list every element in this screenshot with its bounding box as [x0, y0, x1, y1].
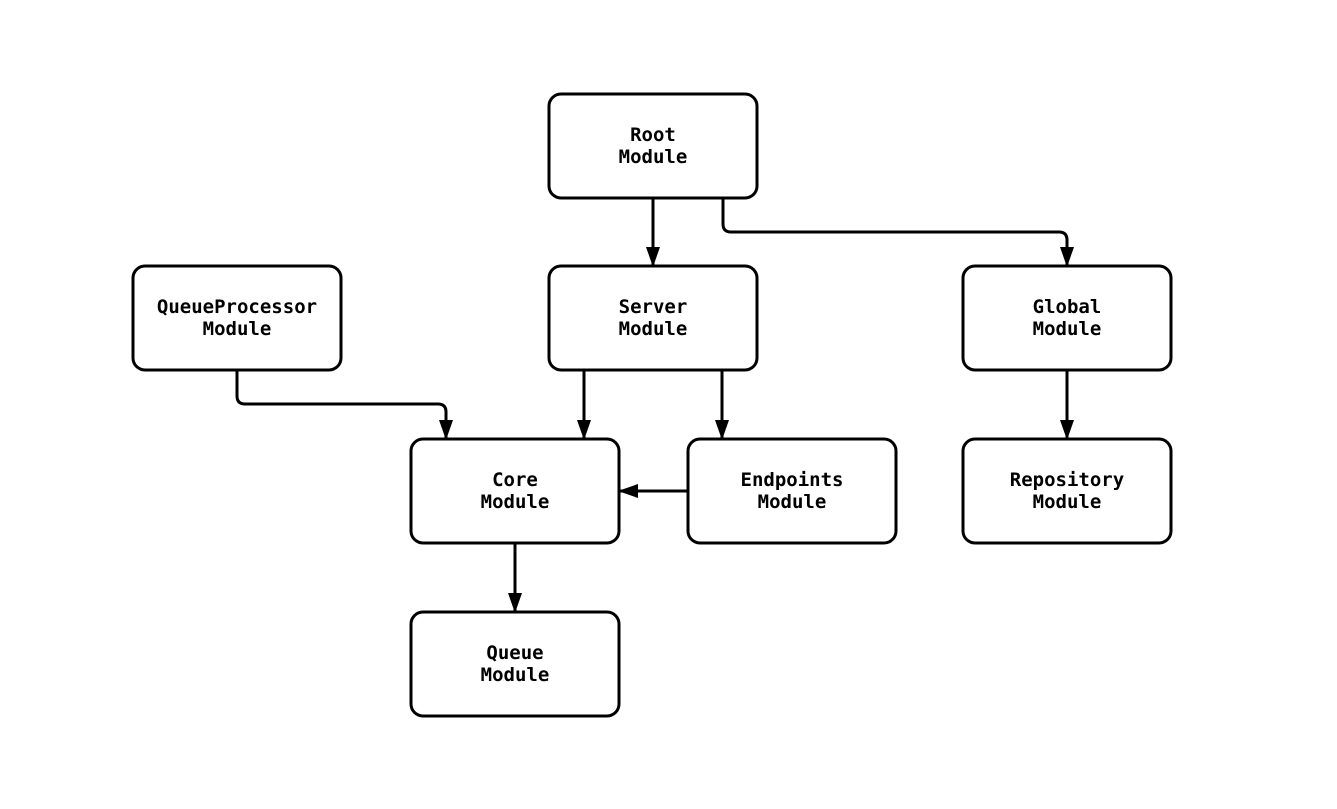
edge-root-to-global	[721, 198, 1074, 267]
node-root-label_line1: Root	[630, 124, 676, 146]
node-global-label_line2: Module	[1033, 318, 1102, 340]
node-queueprocessor-label_line1: QueueProcessor	[157, 296, 317, 318]
node-core-box	[409, 437, 621, 545]
node-endpoints-label_line2: Module	[758, 491, 827, 513]
node-endpoints-label_line1: Endpoints	[741, 469, 844, 491]
node-global-box	[961, 264, 1173, 372]
node-server-box	[547, 264, 759, 372]
node-server-label_line2: Module	[619, 318, 688, 340]
node-core-label_line1: Core	[492, 469, 538, 491]
node-root-label_line2: Module	[619, 146, 688, 168]
node-repository-box	[961, 437, 1173, 545]
edge-queueprocessor-to-core	[235, 370, 453, 440]
node-queueprocessor-box	[131, 264, 343, 372]
edges-layer	[235, 198, 1074, 613]
node-queue-label_line2: Module	[481, 664, 550, 686]
node-core-label_line2: Module	[481, 491, 550, 513]
node-queue-box	[409, 610, 621, 718]
node-global-label_line1: Global	[1033, 296, 1102, 318]
node-server-label_line1: Server	[619, 296, 688, 318]
node-root-box	[547, 92, 759, 200]
node-repository-label_line2: Module	[1033, 491, 1102, 513]
node-endpoints-box	[686, 437, 898, 545]
node-queue-label_line1: Queue	[486, 642, 543, 664]
node-repository-label_line1: Repository	[1010, 469, 1124, 491]
nodes-layer: RootModuleQueueProcessorModuleServerModu…	[131, 92, 1173, 718]
node-queueprocessor-label_line2: Module	[203, 318, 272, 340]
